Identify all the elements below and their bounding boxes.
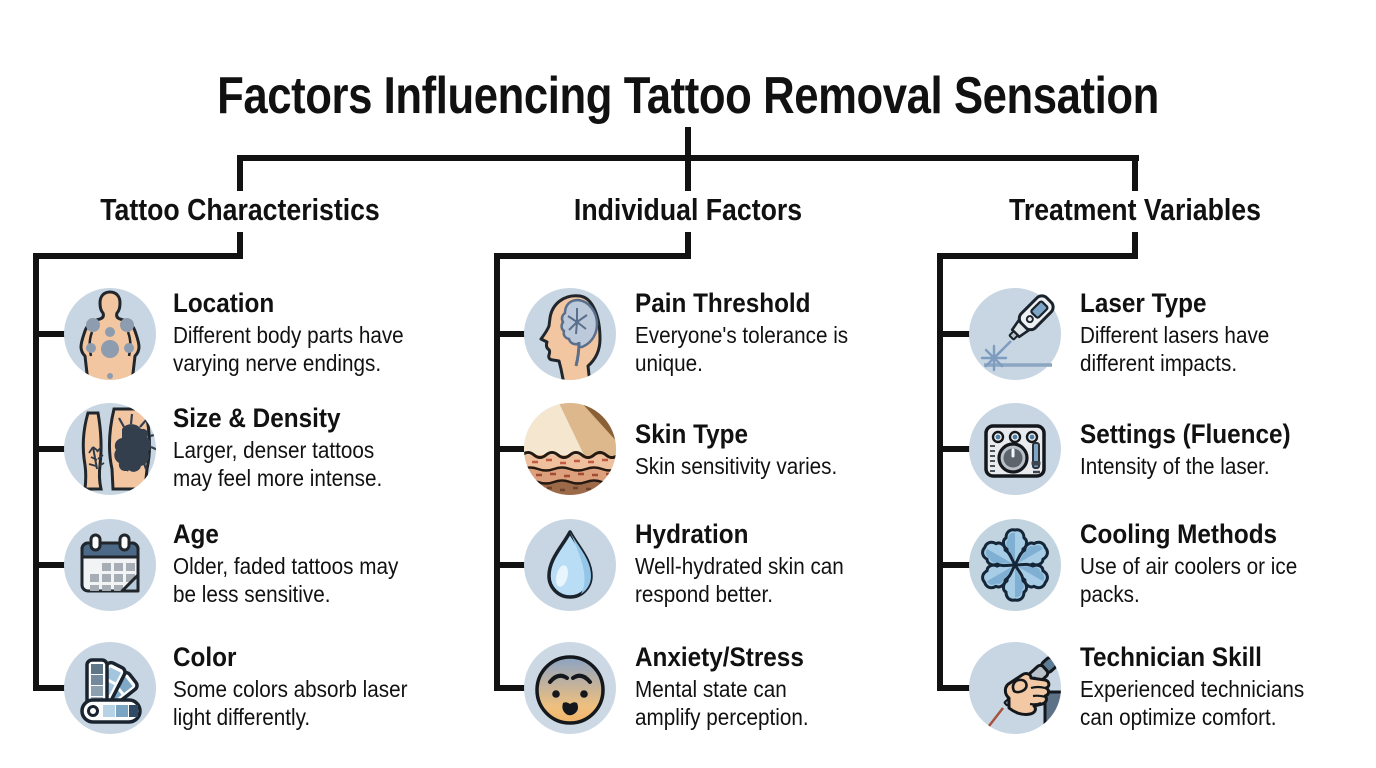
connector-drop-right [1132,155,1138,191]
item-anxiety-stress-title: Anxiety/Stress [635,642,804,672]
connector-col3-tick-3 [937,562,979,568]
connector-drop-left [237,155,243,191]
connector-col3-stub [1132,232,1138,259]
connector-col2-tick-1 [494,331,536,337]
connector-col1-tick-3 [33,562,75,568]
control-knob-icon [969,403,1061,495]
connector-drop-center [685,155,691,191]
connector-col3-spine [937,253,943,691]
connector-col3-hbar [937,253,1138,259]
connector-col1-tick-2 [33,446,75,452]
item-age-title: Age [173,519,219,549]
item-size-density-title: Size & Density [173,403,341,433]
anxious-face-icon [524,642,616,734]
connector-col2-stub [685,232,691,259]
item-hydration-title: Hydration [635,519,749,549]
item-settings-fluence: Settings (Fluence) Intensity of the lase… [1080,419,1314,480]
connector-col3-tick-4 [937,685,979,691]
column-header-individual-factors: Individual Factors [573,192,803,227]
item-laser-type-title: Laser Type [1080,288,1207,318]
connector-title-stem [685,127,691,158]
column-header-tattoo-characteristics: Tattoo Characteristics [100,192,380,227]
hand-laser-pen-icon [969,642,1061,734]
item-technician-skill-title: Technician Skill [1080,642,1262,672]
item-cooling-methods: Cooling Methods Use of air coolers or ic… [1080,519,1327,608]
connector-col2-hbar [494,253,691,259]
connector-col2-tick-3 [494,562,536,568]
item-settings-fluence-description: Intensity of the laser. [1080,453,1270,479]
item-skin-type-title: Skin Type [635,419,748,449]
connector-col1-tick-4 [33,685,75,691]
item-color-title: Color [173,642,237,672]
connector-col3-tick-2 [937,446,979,452]
connector-col2-tick-2 [494,446,536,452]
body-map-icon [64,288,156,380]
item-location-title: Location [173,288,275,318]
item-settings-fluence-title: Settings (Fluence) [1080,419,1291,449]
connector-col1-tick-1 [33,331,75,337]
laser-handpiece-icon [969,288,1061,380]
item-pain-threshold-title: Pain Threshold [635,288,811,318]
snowflake-icon [969,519,1061,611]
connector-col2-spine [494,253,500,691]
connector-col2-tick-4 [494,685,536,691]
water-drop-icon [524,519,616,611]
tattooed-arms-icon [64,403,156,495]
column-header-treatment-variables: Treatment Variables [1009,192,1261,227]
connector-col1-spine [33,253,39,691]
connector-col1-hbar [33,253,243,259]
item-cooling-methods-title: Cooling Methods [1080,519,1278,549]
page-title: Factors Influencing Tattoo Removal Sensa… [217,67,1159,125]
connector-col3-tick-1 [937,331,979,337]
item-technician-skill: Technician Skill Experienced technicians… [1080,642,1335,731]
calendar-icon [64,519,156,611]
head-brain-icon [524,288,616,380]
skin-layers-icon [524,403,616,495]
color-swatch-fan-icon [64,642,156,734]
connector-col1-stub [237,232,243,259]
item-skin-type: Skin Type Skin sensitivity varies. [635,419,865,480]
item-skin-type-description: Skin sensitivity varies. [635,453,838,479]
